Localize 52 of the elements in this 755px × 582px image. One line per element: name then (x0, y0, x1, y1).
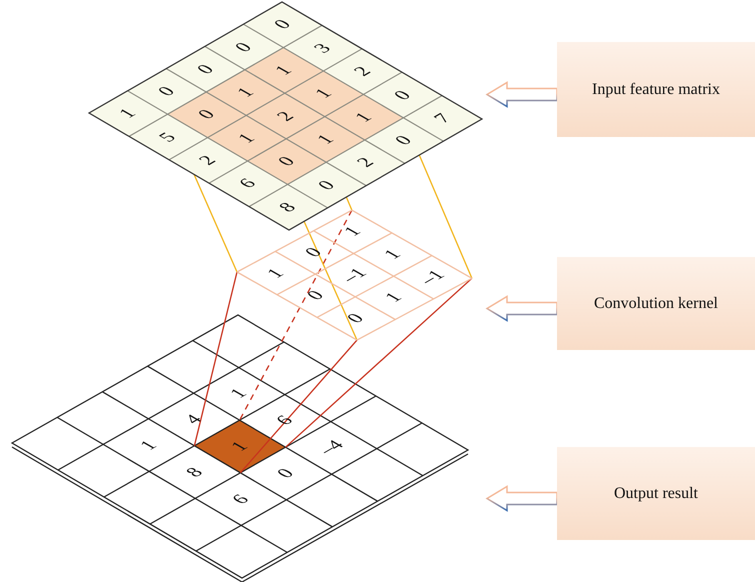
grid-number: –4 (314, 438, 348, 458)
grid-number: 1 (351, 110, 376, 124)
grid-number: –1 (416, 268, 450, 287)
grid-number: 1 (271, 63, 296, 78)
grid-number: 0 (192, 62, 218, 76)
grid-number: 4 (181, 412, 206, 427)
grid-number: 2 (352, 156, 378, 170)
grid-number: 1 (234, 131, 260, 146)
grid-number: 1 (136, 438, 161, 452)
grid-number: 0 (231, 40, 256, 54)
label-text: Output result (614, 484, 698, 502)
grid-number: 8 (182, 464, 207, 480)
hollow-arrow (486, 81, 558, 108)
hollow-arrow (486, 295, 558, 322)
grid-number: 0 (274, 154, 300, 169)
grid-number: 0 (390, 88, 415, 102)
grid-number: 0 (154, 84, 180, 99)
grid-number: 0 (344, 311, 368, 326)
label-box (557, 447, 755, 540)
grid-number: 0 (391, 133, 416, 148)
grid-number: 0 (273, 466, 298, 481)
grid-number: 1 (226, 386, 252, 402)
label-text: Convolution kernel (594, 294, 718, 312)
grid-number: 1 (227, 439, 252, 454)
grid-number: 6 (228, 492, 253, 506)
grid-number: 1 (232, 85, 258, 100)
grid-number: 1 (380, 247, 405, 262)
grid-number: 1 (382, 290, 407, 305)
grid-number: 6 (236, 176, 260, 191)
grid-number: 1 (311, 86, 336, 101)
grid-number: 2 (196, 153, 220, 168)
label-text: Input feature matrix (592, 80, 720, 98)
grid-number: 1 (116, 106, 140, 121)
grid-number: 1 (264, 266, 288, 280)
grid-number: 2 (272, 108, 298, 124)
label-box (557, 42, 755, 137)
grid-number: 0 (194, 108, 220, 122)
grid-number: 8 (276, 200, 300, 214)
grid-number: 0 (304, 288, 328, 303)
grid-number: –1 (338, 266, 371, 285)
hollow-arrow (486, 485, 558, 512)
grid-number: 5 (156, 130, 180, 144)
grid-number: 1 (312, 132, 338, 147)
grid-number: 0 (302, 245, 327, 260)
grid-number: 6 (272, 414, 298, 428)
grid-number: 1 (340, 224, 365, 239)
grid-number: 0 (270, 18, 295, 32)
grid-number: 0 (314, 178, 340, 192)
label-box (557, 257, 755, 350)
grid-number: 3 (310, 41, 335, 56)
grid-number: 7 (430, 111, 455, 126)
grid-number: 2 (350, 64, 375, 79)
